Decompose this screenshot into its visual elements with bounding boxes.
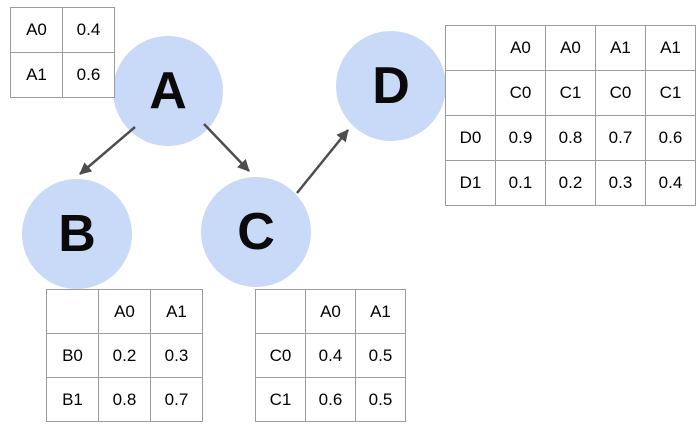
table-row: C0 0.4 0.5 — [255, 333, 406, 378]
table-cell: 0.5 — [355, 333, 406, 378]
edge-a-to-c-arrow — [203, 123, 250, 172]
node-b: B — [22, 179, 132, 289]
table-row: A1 0.6 — [10, 52, 115, 98]
table-cell: A0 — [10, 7, 63, 53]
table-cell: 0.7 — [595, 115, 646, 161]
table-row: B1 0.8 0.7 — [46, 377, 203, 422]
table-cell: D0 — [445, 115, 496, 161]
table-cell: A0 — [98, 289, 151, 334]
edge-a-to-b-arrow — [79, 126, 136, 175]
table-cell: 0.9 — [495, 115, 546, 161]
table-cell: 0.1 — [495, 160, 546, 206]
node-c: C — [201, 177, 311, 287]
node-d-label: D — [372, 57, 410, 115]
node-c-label: C — [237, 203, 275, 261]
cpt-table-b: A0 A1 B0 0.2 0.3 B1 0.8 0.7 — [46, 289, 203, 422]
table-row: A0 A0 A1 A1 — [445, 25, 696, 71]
node-d: D — [336, 31, 446, 141]
table-row: D0 0.9 0.8 0.7 0.6 — [445, 115, 696, 161]
table-cell: 0.7 — [150, 377, 203, 422]
table-cell: 0.2 — [98, 333, 151, 378]
cpt-table-c: A0 A1 C0 0.4 0.5 C1 0.6 0.5 — [255, 289, 406, 422]
table-cell: C1 — [255, 377, 306, 422]
table-row: A0 0.4 — [10, 7, 115, 53]
table-cell — [46, 289, 99, 334]
table-cell: A1 — [355, 289, 406, 334]
table-cell: 0.8 — [98, 377, 151, 422]
node-a: A — [113, 36, 223, 146]
table-row: D1 0.1 0.2 0.3 0.4 — [445, 160, 696, 206]
table-cell: 0.3 — [150, 333, 203, 378]
table-row: A0 A1 — [255, 289, 406, 334]
table-cell: C1 — [645, 70, 696, 116]
table-cell: C0 — [595, 70, 646, 116]
table-cell: 0.4 — [305, 333, 356, 378]
node-a-label: A — [149, 62, 187, 120]
table-cell: 0.6 — [62, 52, 115, 98]
table-cell: C0 — [495, 70, 546, 116]
table-cell: 0.4 — [645, 160, 696, 206]
table-cell: A1 — [595, 25, 646, 71]
table-row: C1 0.6 0.5 — [255, 377, 406, 422]
table-cell: A1 — [150, 289, 203, 334]
table-cell: D1 — [445, 160, 496, 206]
table-cell: A0 — [495, 25, 546, 71]
table-cell: A1 — [645, 25, 696, 71]
node-b-label: B — [58, 205, 96, 263]
table-cell — [445, 70, 496, 116]
edge-c-to-d-arrow — [296, 129, 349, 194]
table-cell: 0.3 — [595, 160, 646, 206]
table-row: A0 A1 — [46, 289, 203, 334]
table-cell: C1 — [545, 70, 596, 116]
cpt-table-d: A0 A0 A1 A1 C0 C1 C0 C1 D0 0.9 0.8 0.7 0… — [445, 25, 696, 206]
table-cell: A0 — [305, 289, 356, 334]
table-row: B0 0.2 0.3 — [46, 333, 203, 378]
table-cell: 0.4 — [62, 7, 115, 53]
table-cell — [255, 289, 306, 334]
cpt-table-a: A0 0.4 A1 0.6 — [10, 7, 115, 98]
table-cell: 0.6 — [305, 377, 356, 422]
table-cell: 0.8 — [545, 115, 596, 161]
table-cell: A1 — [10, 52, 63, 98]
table-cell: 0.5 — [355, 377, 406, 422]
table-cell: 0.6 — [645, 115, 696, 161]
table-cell: B1 — [46, 377, 99, 422]
table-cell: B0 — [46, 333, 99, 378]
table-cell: A0 — [545, 25, 596, 71]
table-cell: 0.2 — [545, 160, 596, 206]
table-cell — [445, 25, 496, 71]
table-row: C0 C1 C0 C1 — [445, 70, 696, 116]
table-cell: C0 — [255, 333, 306, 378]
